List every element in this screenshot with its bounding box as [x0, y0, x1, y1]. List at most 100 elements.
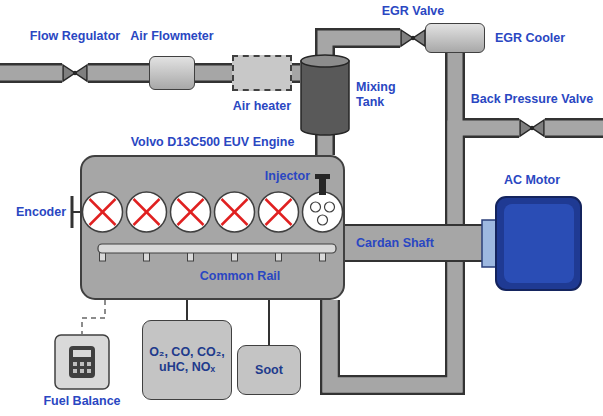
part-label: Mixing Tank — [356, 80, 408, 110]
part-label: Fuel Balance — [43, 394, 120, 409]
air-flowmeter: Air Flowmeter — [130, 29, 213, 90]
pipe — [88, 66, 149, 81]
cylinder — [303, 192, 343, 232]
valve-hub — [530, 126, 534, 130]
valve-port — [325, 202, 335, 212]
cylinder-bore — [83, 192, 123, 232]
part-label: Back Pressure Valve — [471, 92, 593, 107]
part-label: Flow Regulator — [30, 29, 120, 44]
scale-drawing — [54, 334, 110, 390]
cylinder-cross — [90, 199, 116, 225]
part-label: Volvo D13C500 EUV Engine — [131, 135, 295, 150]
balance-box — [55, 335, 109, 389]
cylinder-bore — [127, 192, 167, 232]
cylinder — [259, 192, 299, 232]
tank-drawing — [300, 55, 350, 135]
balance-key — [80, 362, 84, 366]
soot-analyzer: Soot — [237, 345, 301, 395]
balance-key — [73, 362, 77, 366]
signal-line — [268, 300, 270, 345]
valve-drawing — [400, 27, 426, 49]
cylinder-cross — [266, 199, 292, 225]
cylinder-cross — [222, 199, 248, 225]
air-heater: Air heater — [232, 55, 292, 114]
pipe-outline — [195, 63, 232, 83]
intake-pipe-outline — [0, 63, 62, 83]
common-rail — [98, 244, 336, 253]
valve-hub — [411, 36, 415, 40]
dashed-shape — [232, 55, 292, 91]
motor-shape — [482, 196, 582, 291]
cylinder-cross — [90, 199, 116, 225]
motor-body — [496, 197, 581, 290]
panel-shape: Soot — [237, 345, 301, 395]
part-label: Injector — [265, 169, 310, 184]
valve-hub — [73, 71, 77, 75]
valve-drawing — [62, 62, 88, 84]
valve-shape — [400, 27, 426, 49]
panel-shape: O₂, CO, CO₂, uHC, NOₓ — [142, 320, 232, 400]
back-pressure-valve: Back Pressure Valve — [471, 92, 593, 139]
part-label: Air Flowmeter — [130, 29, 213, 44]
tank-lid — [301, 55, 349, 67]
balance-icon — [69, 346, 95, 378]
tank-body — [301, 61, 349, 135]
balance-key — [80, 369, 84, 373]
box-shape — [149, 56, 195, 90]
pipe-outline — [292, 63, 300, 83]
signal-line — [186, 300, 188, 320]
balance-key — [87, 362, 91, 366]
cylinder — [127, 192, 167, 232]
balance-key — [73, 369, 77, 373]
cylinder-cross — [222, 199, 248, 225]
ac-motor: AC Motor — [482, 173, 582, 291]
part-label: Common Rail — [200, 269, 281, 284]
cylinder-cross — [134, 199, 160, 225]
motor-face — [504, 204, 574, 283]
cylinder-cross — [134, 199, 160, 225]
encoder-shaft — [72, 211, 80, 213]
valve-drawing — [519, 117, 545, 139]
cylinder-cross — [178, 199, 204, 225]
cardan-shaft — [345, 226, 482, 260]
pipe — [195, 66, 232, 81]
cylinder-cross — [266, 199, 292, 225]
injector-cap — [315, 174, 330, 179]
cylinder-bore — [303, 192, 343, 232]
pipe-outline — [88, 63, 149, 83]
shaft-outline — [345, 224, 482, 262]
intake-pipe — [0, 66, 62, 81]
flow-regulator: Flow Regulator — [30, 29, 120, 84]
gas-analyzer: O₂, CO, CO₂, uHC, NOₓ — [142, 320, 232, 400]
signal-line — [82, 300, 105, 334]
cylinder-bore — [215, 192, 255, 232]
valve-port — [311, 202, 321, 212]
pipe-outline — [330, 128, 519, 385]
balance-display — [73, 350, 91, 357]
cylinder — [83, 192, 123, 232]
cylinder-cross — [178, 199, 204, 225]
part-label: EGR Valve — [382, 4, 445, 19]
pipe — [330, 128, 519, 385]
pipe — [292, 66, 300, 81]
mixing-tank: Mixing Tank — [300, 55, 408, 135]
engine-body — [81, 156, 344, 299]
exhaust-pipe-outline — [545, 118, 603, 138]
box-shape — [425, 23, 485, 53]
box-text: O₂, CO, CO₂, uHC, NOₓ — [149, 345, 225, 375]
part-label: AC Motor — [504, 173, 560, 188]
valve-shape — [62, 62, 88, 84]
cylinder-bore — [171, 192, 211, 232]
exhaust-pipe — [545, 121, 603, 136]
box-text: Soot — [255, 363, 283, 378]
valve-port — [318, 215, 328, 225]
part-label: EGR Cooler — [495, 31, 565, 46]
cylinder — [215, 192, 255, 232]
egr-cooler: EGR Cooler — [425, 23, 565, 53]
cylinder-bore — [259, 192, 299, 232]
valve-shape — [519, 117, 545, 139]
tank-shape — [300, 55, 350, 135]
injector-body — [319, 177, 326, 195]
motor-drawing — [482, 196, 582, 291]
